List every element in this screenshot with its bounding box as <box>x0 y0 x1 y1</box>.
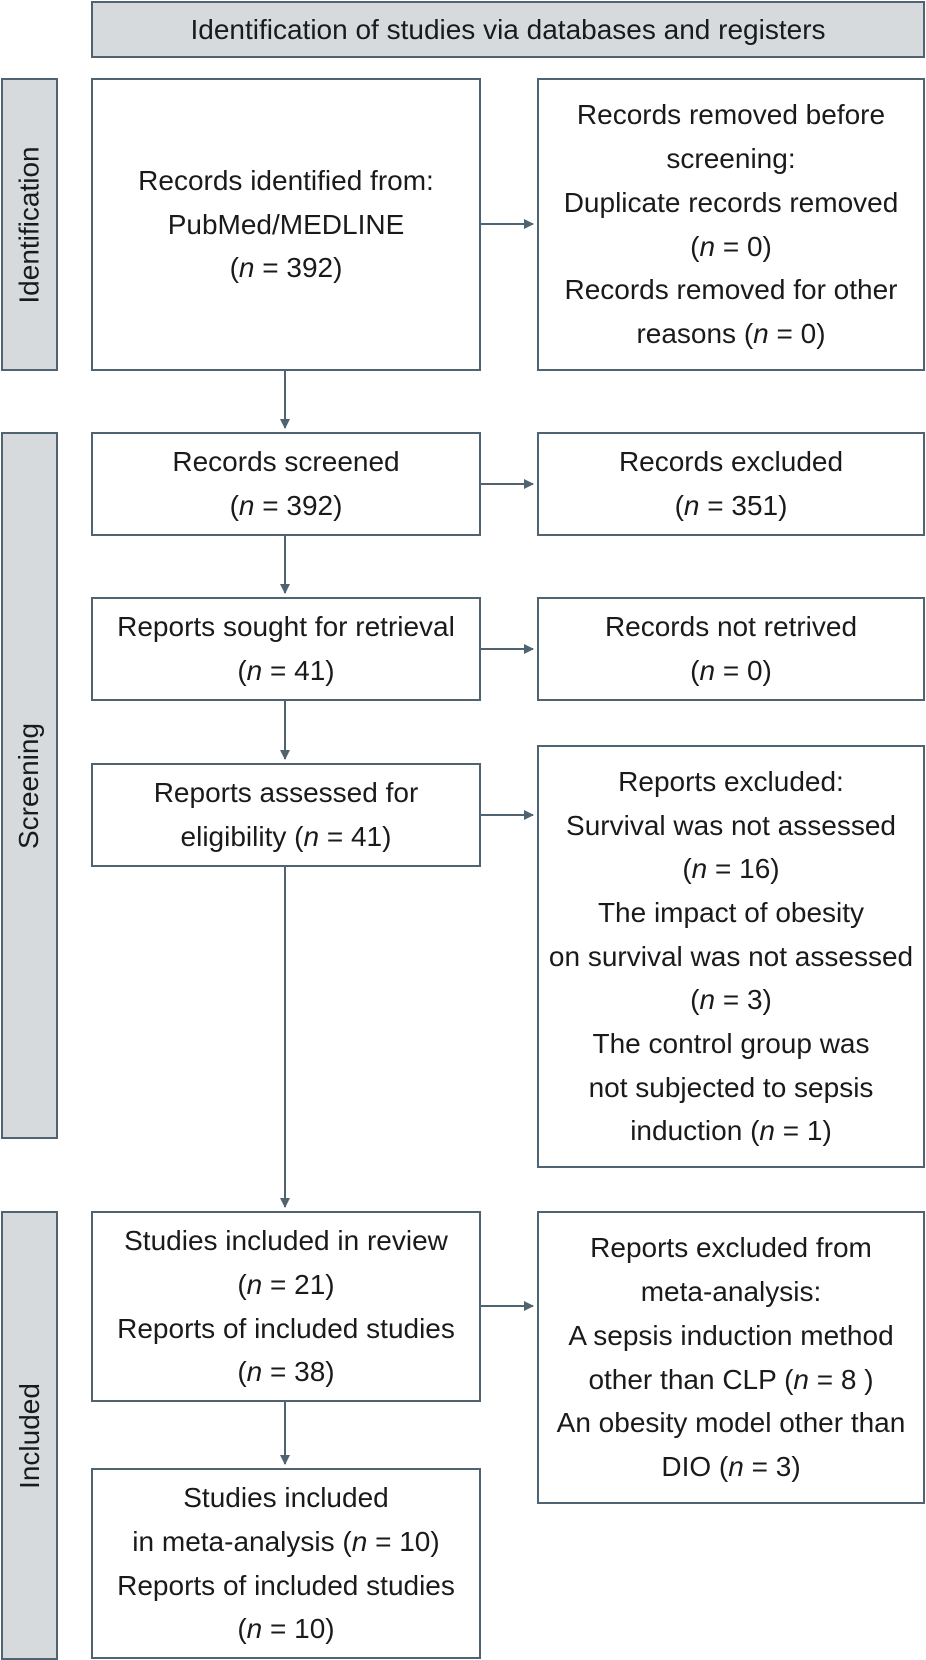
box-text-line: (n = 16) <box>682 853 780 885</box>
box-text-line: Records not retrived <box>604 611 858 643</box>
box-text-line: (n = 392) <box>229 252 343 284</box>
phase-label-included: Included <box>1 1211 58 1660</box>
box-text-line: meta-analysis: <box>640 1276 822 1308</box>
box-text-line: (n = 351) <box>674 490 788 521</box>
box-text-line: Records excluded <box>618 446 844 478</box>
box-text-line: The impact of obesity <box>597 896 865 928</box>
studies-included-meta-box: Studies included in meta-analysis (n = 10… <box>91 1468 481 1659</box>
box-text-line: PubMed/MEDLINE <box>167 208 405 240</box>
box-text-line: Studies included in review <box>124 1225 448 1257</box>
box-text-line: Reports excluded: <box>618 765 844 797</box>
phase-label-identification: Identification <box>1 78 58 371</box>
box-text-line: Records screened <box>172 446 400 478</box>
box-text-line: Duplicate records removed <box>563 186 899 218</box>
phase-label-screening: Screening <box>1 432 58 1139</box>
box-text-line: Survival was not assessed <box>566 809 896 841</box>
box-text-line: induction (n = 1) <box>630 1115 832 1147</box>
records-not-retrieved-box: Records not retrived (n = 0) <box>537 597 925 701</box>
reports-excluded-box: Reports excluded: Survival was not assess… <box>537 745 925 1168</box>
reports-assessed-box: Reports assessed for eligibility (n = 41) <box>91 763 481 867</box>
box-text-line: A sepsis induction method <box>568 1319 894 1351</box>
box-text-line: (n = 21) <box>237 1268 335 1300</box>
records-screened-box: Records screened (n = 392) <box>91 432 481 536</box>
box-text-line: (n = 10) <box>237 1613 335 1645</box>
box-text-line: Reports sought for retrieval <box>117 611 455 643</box>
records-excluded-box: Records excluded (n = 351) <box>537 432 925 536</box>
studies-included-review-box: Studies included in review (n = 21) Report… <box>91 1211 481 1402</box>
box-text-line: eligibility (n = 41) <box>180 821 392 852</box>
box-text-line: Reports assessed for <box>153 777 419 809</box>
box-text-line: Records removed before <box>576 99 886 131</box>
box-text-line: Records removed for other <box>564 274 898 306</box>
records-identified-box: Records identified from: PubMed/MEDLINE (n… <box>91 78 481 371</box>
box-text-line: screening: <box>666 143 796 175</box>
box-text-line: The control group was <box>592 1028 870 1059</box>
box-text-line: An obesity model other than <box>556 1407 906 1439</box>
diagram-header: Identification of studies via databases … <box>91 1 925 58</box>
box-text-line: on survival was not assessed <box>548 940 914 972</box>
box-text-line: other than CLP (n = 8 ) <box>588 1363 874 1395</box>
box-text-line: reasons (n = 0) <box>636 317 826 349</box>
reports-sought-box: Reports sought for retrieval (n = 41) <box>91 597 481 701</box>
box-text-line: (n = 0) <box>690 655 772 686</box>
box-text-line: Reports of included studies <box>117 1312 455 1344</box>
box-text-line: (n = 41) <box>237 655 335 686</box>
box-text-line: Reports excluded from <box>590 1232 872 1264</box>
box-text-line: (n = 392) <box>229 490 343 521</box>
box-text-line: Studies included <box>183 1482 389 1514</box>
box-text-line: (n = 38) <box>237 1356 335 1388</box>
box-text-line: (n = 3) <box>690 984 772 1016</box>
box-text-line: Reports of included studies <box>117 1569 455 1601</box>
records-removed-box: Records removed before screening: Duplicat… <box>537 78 925 371</box>
box-text-line: not subjected to sepsis <box>588 1071 874 1103</box>
box-text-line: DIO (n = 3) <box>661 1450 801 1482</box>
header-title: Identification of studies via databases … <box>190 13 826 45</box>
box-text-line: Records identified from: <box>138 164 434 196</box>
reports-excluded-meta-box: Reports excluded from meta-analysis: A sep… <box>537 1211 925 1504</box>
box-text-line: (n = 0) <box>690 230 772 262</box>
box-text-line: in meta-analysis (n = 10) <box>132 1525 440 1557</box>
